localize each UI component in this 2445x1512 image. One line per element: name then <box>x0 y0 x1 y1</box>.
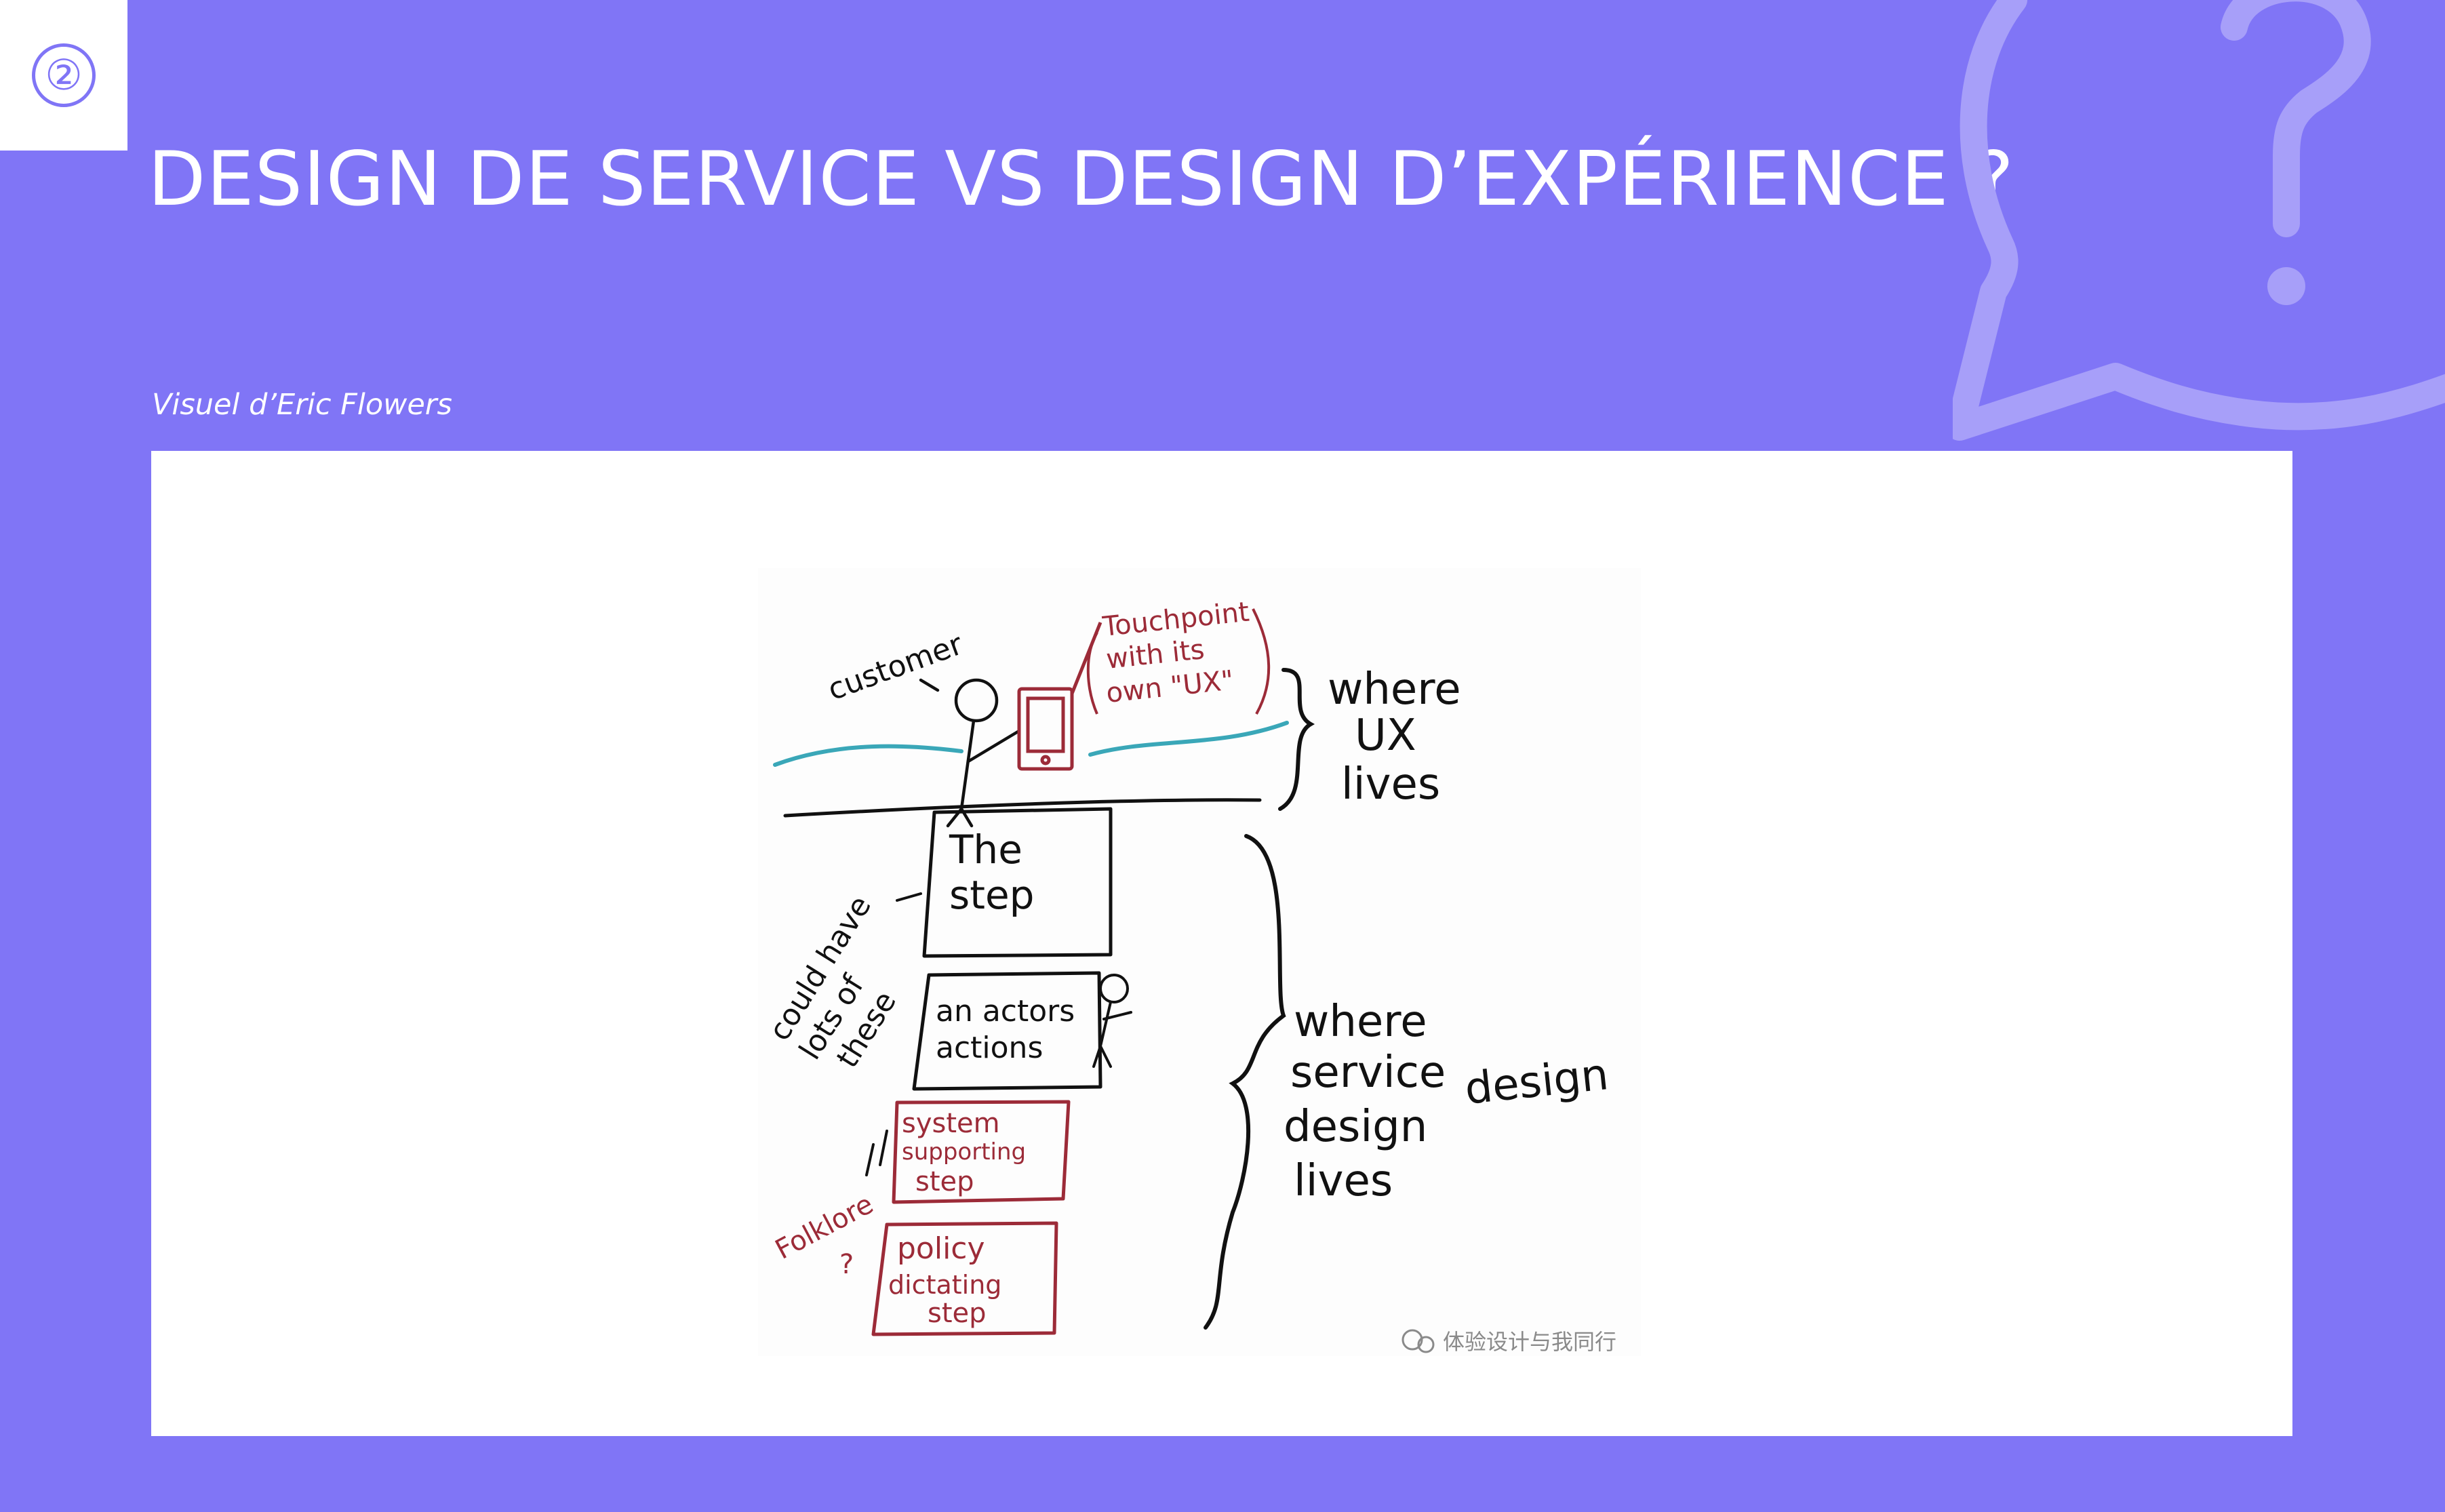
slide-number: ② <box>32 43 96 107</box>
label-where-ux-1: where <box>1328 664 1461 715</box>
label-system-1: system <box>902 1108 1000 1139</box>
actor-figure <box>1092 974 1132 1068</box>
watermark: 体验设计与我同行 <box>1402 1329 1616 1355</box>
label-system-3: step <box>915 1166 974 1197</box>
label-folklore-question: ? <box>839 1249 854 1280</box>
image-caption: Visuel d’Eric Flowers <box>152 388 452 422</box>
label-where-sd-5: lives <box>1294 1156 1393 1206</box>
label-policy-2: dictating <box>888 1270 1001 1300</box>
label-where-sd-1: where <box>1294 997 1427 1047</box>
label-where-ux-3: lives <box>1341 759 1440 810</box>
label-policy-1: policy <box>897 1231 985 1266</box>
speech-bubble-question-icon <box>1953 0 2445 441</box>
touchpoint-device <box>1017 622 1102 771</box>
label-customer: customer <box>823 626 968 707</box>
watermark-text: 体验设计与我同行 <box>1443 1329 1616 1355</box>
slide-number-badge: ② <box>0 0 127 151</box>
label-actor-1: an actors <box>936 994 1075 1029</box>
label-step-2: step <box>949 872 1034 918</box>
label-policy-3: step <box>928 1298 987 1329</box>
sketch-image: customer Touchpoint with its own "UX" wh… <box>758 568 1641 1356</box>
customer-figure <box>919 678 1021 828</box>
label-actor-2: actions <box>936 1031 1043 1065</box>
page-title: DESIGN DE SERVICE VS DESIGN D’EXPÉRIENCE… <box>148 136 2014 223</box>
label-touchpoint-1: Touchpoint <box>1100 597 1250 643</box>
label-system-2: supporting <box>902 1138 1026 1166</box>
label-where-sd-4: design <box>1463 1050 1611 1115</box>
label-where-sd-2: service <box>1290 1048 1446 1098</box>
label-where-sd-3: design <box>1284 1102 1427 1152</box>
label-where-ux-2: UX <box>1355 711 1416 761</box>
label-folklore: Folklore <box>770 1189 878 1266</box>
label-step-1: The <box>949 827 1022 873</box>
